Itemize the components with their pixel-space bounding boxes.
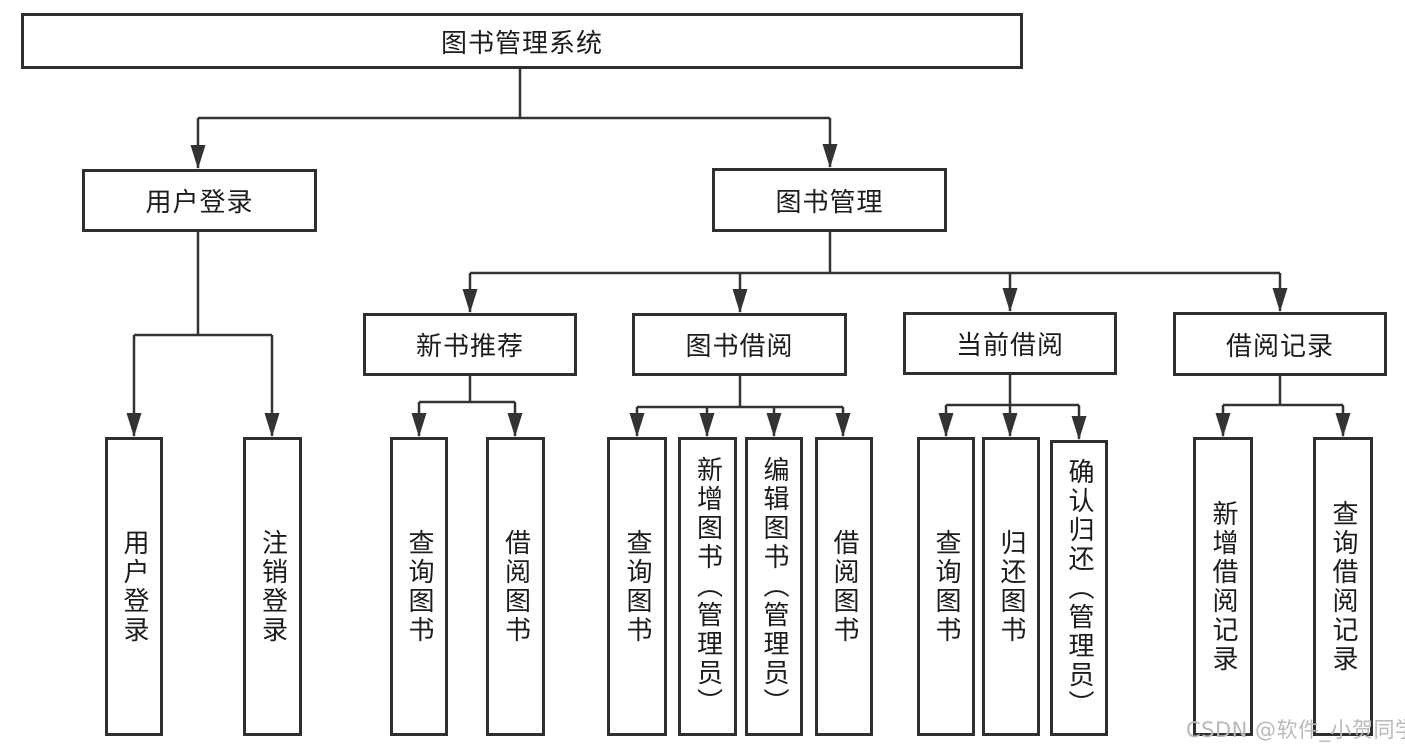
node-book-management: 图书管理	[712, 168, 947, 232]
node-label: 新书推荐	[415, 332, 524, 362]
node-label: 查询图书	[931, 528, 961, 645]
node-query-books-recommendation: 查询图书	[390, 437, 448, 736]
node-add-borrow-record: 新增借阅记录	[1193, 437, 1253, 736]
node-label: 确认归还（管理员）	[1064, 457, 1094, 719]
node-user-login-action: 用户登录	[105, 437, 163, 736]
node-label: 图书管理	[775, 187, 884, 218]
node-label: 注销登录	[257, 528, 288, 645]
node-label: 查询图书	[404, 528, 434, 645]
node-return-books: 归还图书	[982, 437, 1040, 736]
node-new-book-recommendation: 新书推荐	[363, 313, 577, 376]
node-library-management-system: 图书管理系统	[21, 13, 1023, 69]
node-current-borrowing: 当前借阅	[903, 312, 1117, 375]
node-logout: 注销登录	[243, 437, 302, 736]
node-label: 当前借阅	[955, 331, 1064, 361]
node-query-borrow-record: 查询借阅记录	[1313, 437, 1373, 736]
node-user-login: 用户登录	[82, 169, 317, 232]
node-label: 新增借阅记录	[1208, 499, 1238, 674]
node-label: 图书管理系统	[440, 28, 603, 59]
node-label: 借阅图书	[829, 528, 859, 645]
node-label: 查询图书	[622, 528, 652, 645]
node-add-book-admin: 新增图书（管理员）	[678, 437, 737, 736]
node-edit-book-admin: 编辑图书（管理员）	[745, 437, 803, 736]
node-borrowing-records: 借阅记录	[1173, 312, 1387, 376]
node-borrow-books: 借阅图书	[815, 437, 873, 736]
node-label: 编辑图书（管理员）	[759, 456, 789, 717]
node-label: 新增图书（管理员）	[692, 456, 723, 717]
csdn-watermark: CSDN @软件_小贺同学	[1186, 718, 1405, 742]
node-label: 图书借阅	[685, 332, 794, 362]
node-label: 查询借阅记录	[1328, 499, 1358, 674]
node-confirm-return-admin: 确认归还（管理员）	[1050, 440, 1108, 736]
node-query-books-borrowing: 查询图书	[607, 437, 667, 736]
node-label: 用户登录	[145, 188, 254, 218]
node-label: 借阅记录	[1225, 331, 1334, 362]
node-label: 用户登录	[119, 528, 149, 645]
node-book-borrowing: 图书借阅	[632, 313, 847, 376]
node-query-books-current: 查询图书	[917, 437, 975, 736]
node-borrow-books-recommendation: 借阅图书	[486, 437, 545, 736]
node-label: 归还图书	[996, 528, 1026, 645]
node-label: 借阅图书	[500, 528, 531, 645]
